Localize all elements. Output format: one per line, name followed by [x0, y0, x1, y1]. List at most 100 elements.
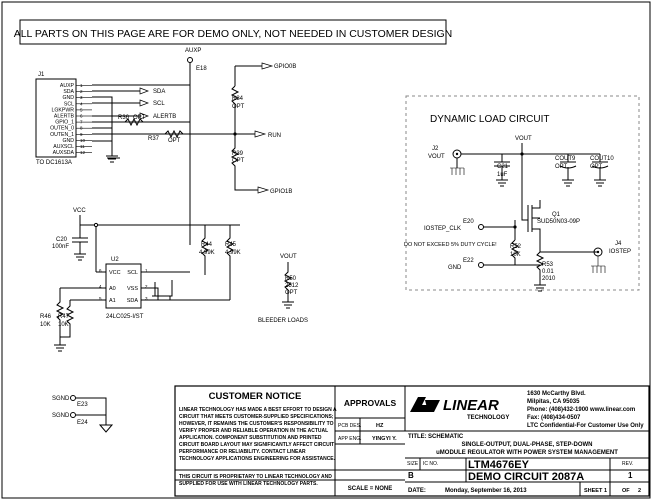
u2-ref: U2 [111, 257, 119, 263]
r44-ref: R44 [201, 242, 213, 248]
u2-pin-number-left: 6 [99, 268, 102, 273]
logo-sub: TECHNOLOGY [467, 415, 509, 421]
j1-part: TO DC1613A [36, 160, 72, 166]
title-block [174, 385, 650, 497]
proprietary-line-1: THIS CIRCUIT IS PROPRIETARY TO LINEAR TE… [179, 474, 332, 480]
e23-label: E23 [77, 402, 88, 408]
j1-pin-label: GND [62, 95, 74, 101]
j1-pin-label: AUXP [60, 83, 75, 89]
icno-label: IC NO. [423, 461, 438, 467]
r34-ref: R34 [232, 96, 244, 102]
net-run: RUN [268, 133, 281, 139]
j1-pin-label: SCL [64, 101, 74, 107]
r37-value: OPT [168, 138, 181, 144]
net-sda: SDA [153, 89, 165, 95]
bleeder-label: BLEEDER LOADS [258, 318, 308, 324]
fax: Fax: (408)434-0507 [527, 415, 581, 421]
notice-line: LINEAR TECHNOLOGY HAS MADE A BEST EFFORT… [179, 407, 337, 413]
cout10-value: OPT [590, 164, 603, 170]
rev-label: REV. [622, 461, 633, 467]
j1-ref: J1 [38, 72, 45, 78]
u2-pin-label-right: SCL [127, 270, 138, 276]
r47-value: 10K [58, 322, 69, 328]
u2-chip [105, 263, 142, 309]
r52-value: 10K [510, 252, 521, 258]
notice-line: HOWEVER, IT REMAINS THE CUSTOMER'S RESPO… [179, 421, 334, 427]
title-label: TITLE: [408, 434, 427, 440]
j1-pin-label: SDA [63, 89, 74, 95]
of-label: OF [622, 488, 630, 494]
net-gpio1b: GPIO1B [270, 189, 292, 195]
title-value: SCHEMATIC [428, 434, 464, 440]
j1-connector [35, 78, 77, 158]
notice-text: LINEAR TECHNOLOGY HAS MADE A BEST EFFORT… [179, 407, 337, 462]
j1-pin-label: ALERTB [54, 114, 75, 120]
r36-value: OPT [133, 115, 146, 121]
e18-label: E18 [196, 66, 207, 72]
sheet-label: SHEET [584, 488, 603, 494]
app-eng-value: YINGYI Y. [372, 436, 397, 442]
notice-line: APPLICATION. COMPONENT SUBSTITUTION AND … [179, 435, 322, 441]
notice-line: PERFORMANCE OR RELIABILITY. CONTACT LINE… [179, 449, 306, 455]
part-number: LTM4676EY [468, 459, 530, 471]
r50-ref: R50 [285, 276, 297, 282]
j2-ref: J2 [432, 146, 439, 152]
c21-value: 1uF [497, 172, 508, 178]
r36-ref: R36 [118, 115, 130, 121]
e22-ref: E22 [463, 258, 474, 264]
notice-line: TECHNOLOGY APPLICATIONS ENGINEERING FOR … [179, 456, 336, 462]
r45-ref: R45 [225, 242, 237, 248]
u2-pin-label-right: SDA [127, 298, 139, 304]
notice-line: VERIFY PROPER AND RELIABLE OPERATION IN … [179, 428, 328, 434]
linear-logo: LINEAR TECHNOLOGY [410, 397, 509, 421]
net-scl: SCL [153, 101, 165, 107]
size-label: SIZE [407, 461, 419, 467]
cout10-ref: COUT10 [590, 156, 614, 162]
j4-label: IOSTEP [609, 249, 631, 255]
r52-ref: R52 [510, 244, 522, 250]
u2-pin-label-left: A0 [109, 286, 116, 292]
r39-ref: R39 [232, 151, 244, 157]
pcb-des-label: PCB DES. [338, 423, 361, 429]
r37-ref: R37 [148, 136, 160, 142]
j4-ref: J4 [615, 241, 622, 247]
e22-label: GND [448, 265, 462, 271]
rev-value: 1 [628, 471, 633, 480]
scale-label: SCALE = NONE [348, 486, 393, 492]
r53-ref: R53 [542, 262, 554, 268]
e20-ref: E20 [463, 219, 474, 225]
confidential: LTC Confidential-For Customer Use Only [527, 423, 644, 429]
phone: Phone: (408)432-1900 www.linear.com [527, 407, 635, 413]
dynamic-load-box [405, 95, 640, 291]
sgnd-label-2: SGND [52, 413, 70, 419]
net-vcc: VCC [73, 208, 86, 214]
u2-pin-number-left: 4 [99, 284, 102, 289]
u2-pin-number-right: 2 [145, 284, 148, 289]
j2-label: VOUT [428, 154, 445, 160]
r44-value: 4.99K [199, 250, 215, 256]
j1-pin-label: GPIO_1 [55, 120, 74, 126]
e24-label: E24 [77, 420, 88, 426]
size-value: B [408, 471, 414, 480]
date-label: DATE: [408, 488, 426, 494]
notice-line: CIRCUIT BOARD LAYOUT MAY SIGNIFICANTLY A… [179, 442, 334, 448]
r53-value: 0.01 [542, 269, 554, 275]
desc-2: uMODULE REGULATOR WITH POWER SYSTEM MANA… [436, 450, 618, 456]
j1-pin-label: AUXSDA [53, 150, 75, 156]
of-value: 2 [638, 488, 641, 494]
r53-value3: 2010 [542, 276, 556, 282]
banner-text: ALL PARTS ON THIS PAGE ARE FOR DEMO ONLY… [14, 28, 453, 40]
u2-pin-label-left: VCC [109, 270, 121, 276]
j1-pin-label: OUTEN_1 [50, 132, 74, 138]
banner-box [19, 19, 447, 45]
net-vout-bleeder: VOUT [280, 254, 297, 260]
c20-value: 100nF [52, 244, 69, 250]
app-eng-label: APP ENG. [338, 436, 362, 442]
proprietary-line-2: SUPPLIED FOR USE WITH LINEAR TECHNOLOGY … [179, 481, 318, 487]
j1-pin-label: AUXSCL [53, 144, 74, 150]
address-1: 1630 McCarthy Blvd. [527, 391, 586, 397]
